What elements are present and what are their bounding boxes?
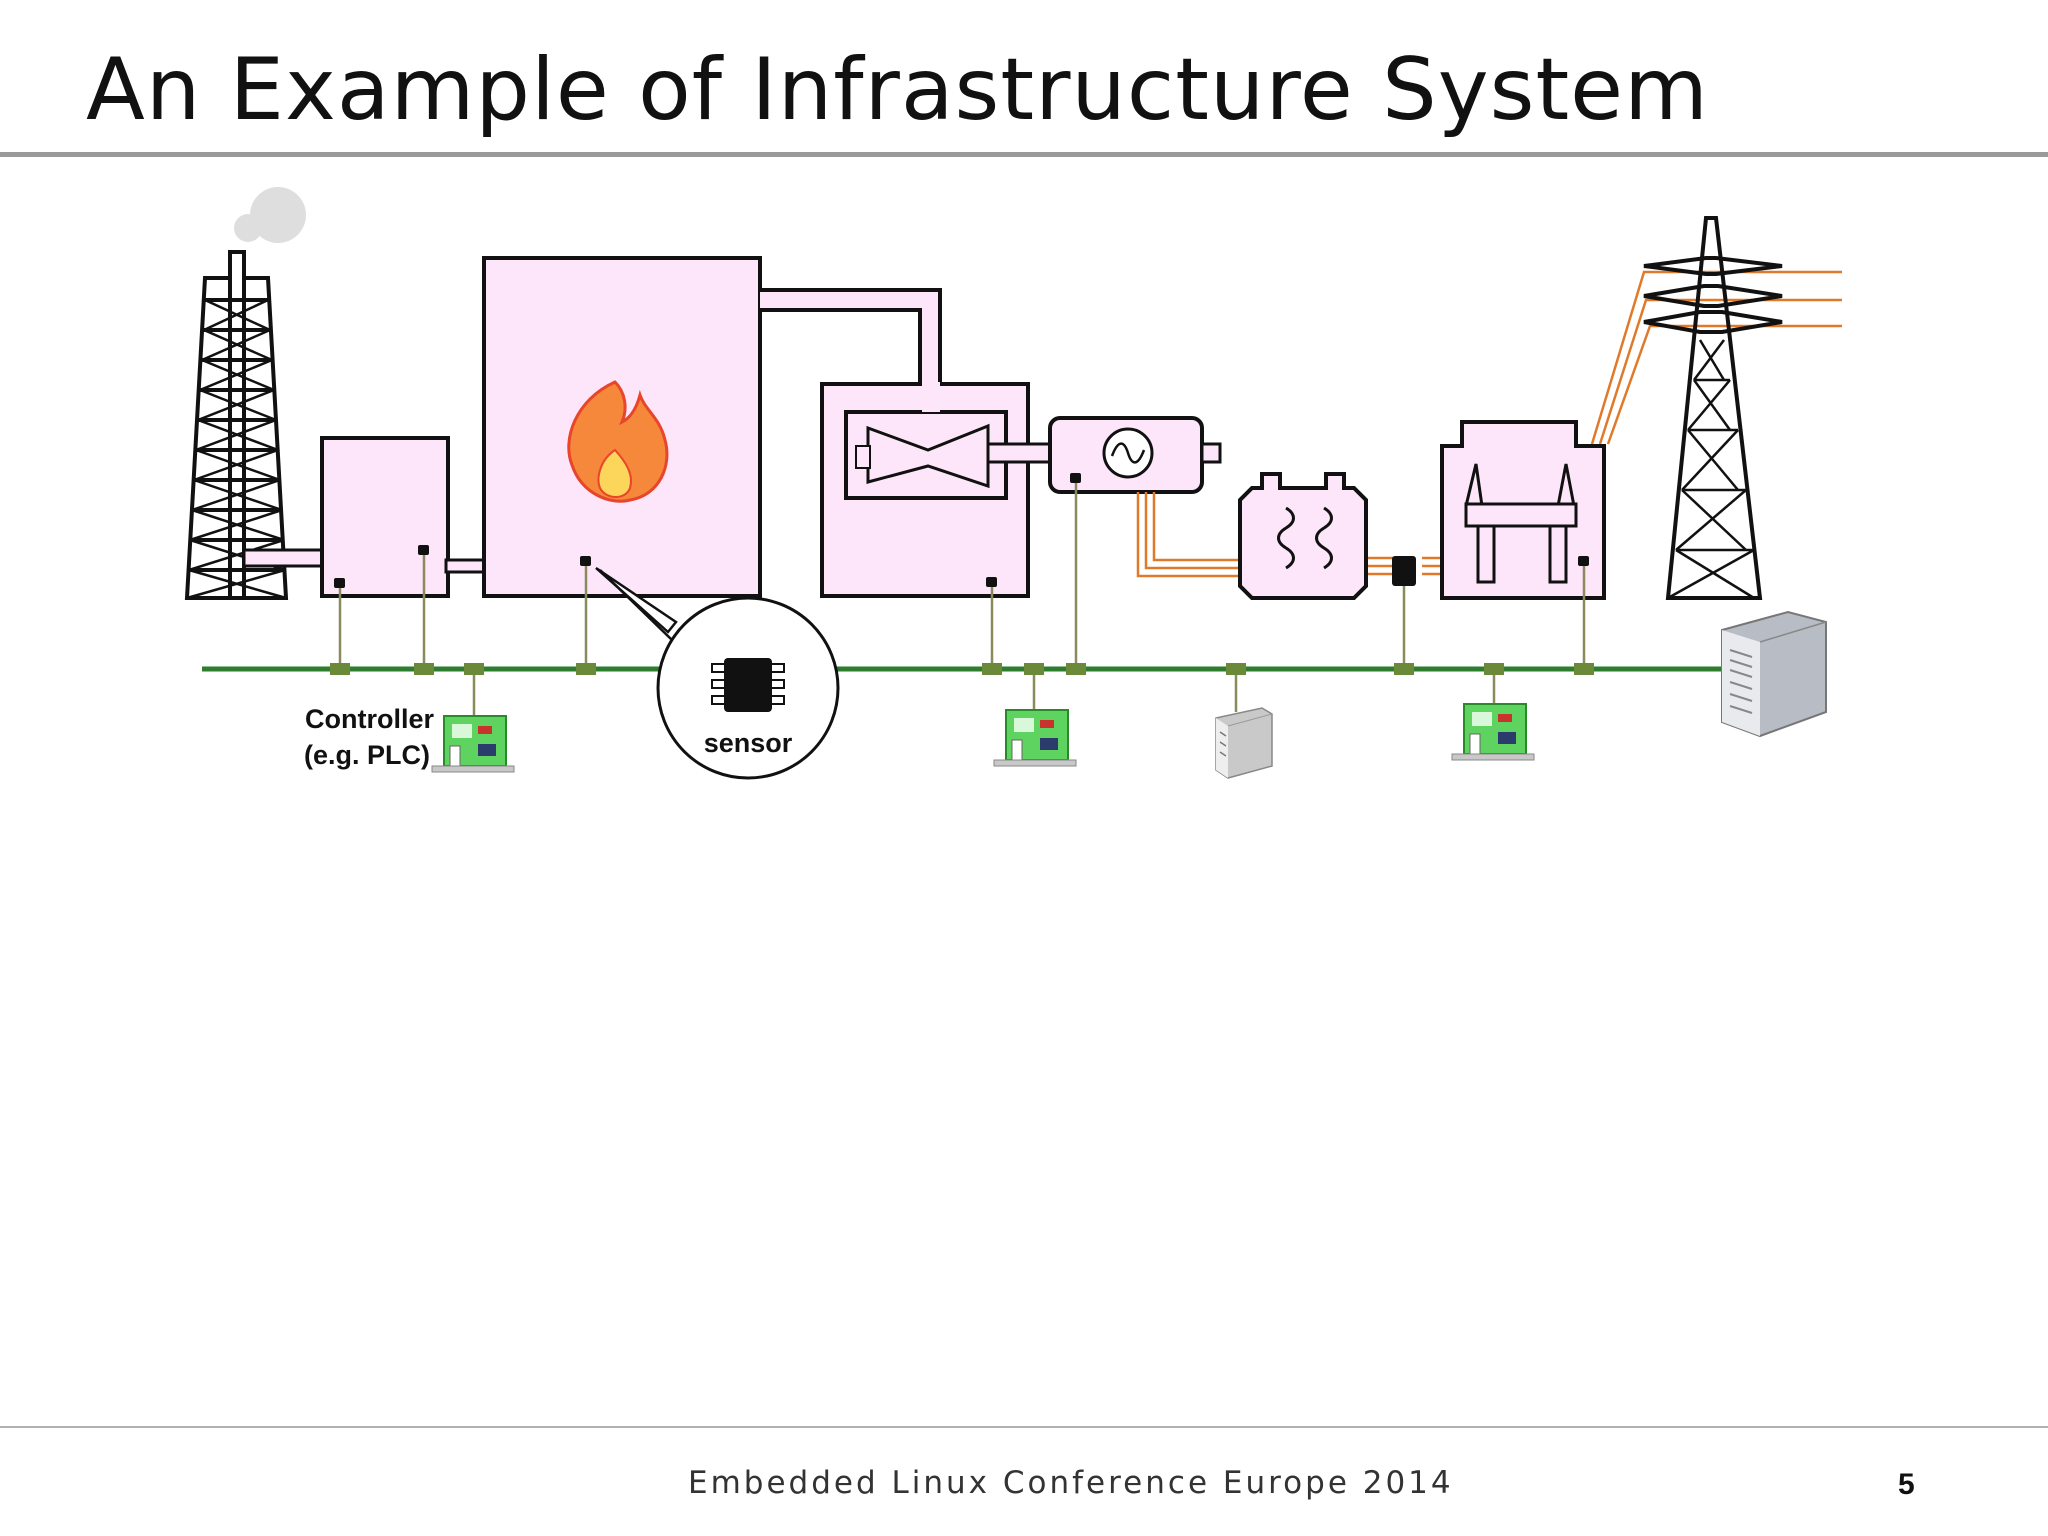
sensor-chip-icon: [711, 658, 785, 712]
server-tower-icon: [1721, 610, 1827, 738]
flue-pipe: [242, 548, 324, 568]
flame-icon: [567, 380, 669, 503]
transformer-icon: [1238, 472, 1368, 600]
controller-label-line2: (e.g. PLC): [304, 740, 430, 770]
smoke-icon: [234, 187, 306, 243]
power-cables: [1136, 270, 1842, 578]
tank-building: [320, 436, 486, 598]
footer-text: Embedded Linux Conference Europe 2014: [688, 1465, 1454, 1501]
slide-title: An Example of Infrastructure System: [86, 40, 1709, 140]
sensor-chips: [334, 473, 1589, 588]
plc-controller-icon: [1451, 703, 1535, 761]
page-number: 5: [1898, 1468, 1915, 1501]
network-bus: [202, 663, 1722, 675]
chimney-tower-icon: [184, 250, 289, 600]
controller-label-line1: Controller: [305, 704, 434, 734]
plc-controller-icon: [431, 715, 515, 773]
small-server-icon: [1215, 707, 1273, 779]
switchgear-building: [1440, 420, 1606, 600]
sensor-callout: sensor: [595, 566, 840, 780]
turbine-building: [820, 382, 1030, 598]
transmission-tower-icon: [1643, 216, 1783, 600]
title-divider: [0, 152, 2048, 157]
sensor-label: sensor: [704, 728, 793, 758]
generator-icon: [986, 416, 1222, 494]
footer-divider: [0, 1426, 2048, 1428]
sensor-drop-lines: [338, 478, 1586, 732]
plc-controller-icon: [993, 709, 1077, 767]
